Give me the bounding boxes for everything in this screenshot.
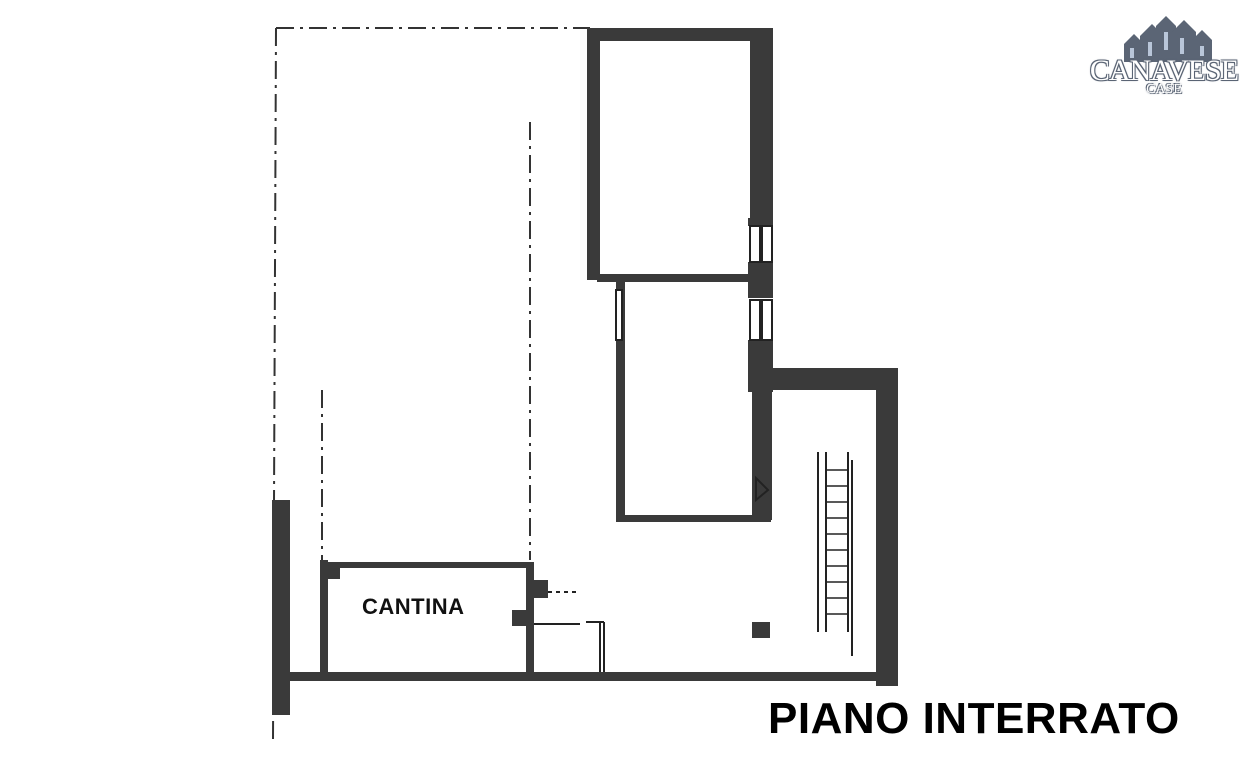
dashed-outline — [272, 27, 590, 741]
houses-icon — [1124, 16, 1212, 62]
room-label-cantina: CANTINA — [362, 594, 465, 619]
logo-name: CANAVESE — [1089, 54, 1239, 87]
floor-title: PIANO INTERRATO — [768, 694, 1180, 743]
staircase — [817, 452, 853, 656]
company-logo: CANAVESE CASE — [1088, 12, 1240, 100]
walls — [272, 28, 898, 715]
windows — [615, 225, 773, 341]
logo-subtitle: CASE — [1146, 82, 1182, 97]
door-details — [534, 475, 770, 672]
